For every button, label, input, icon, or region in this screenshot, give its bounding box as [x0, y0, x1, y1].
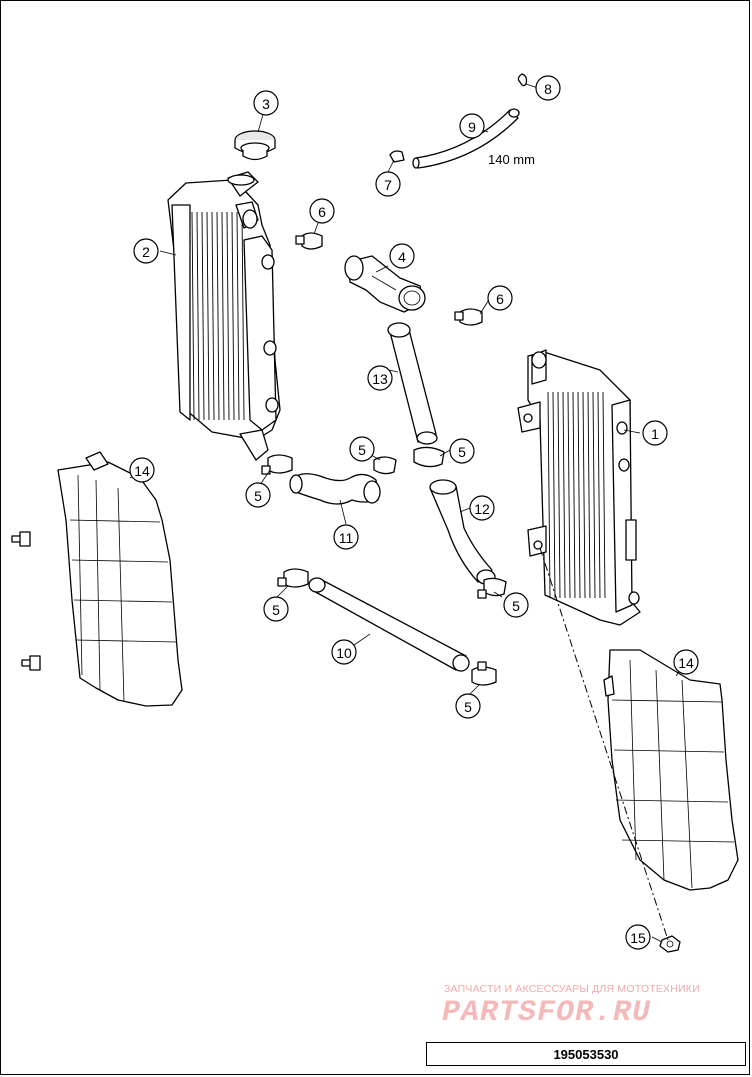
assembly-line	[539, 547, 669, 941]
callout-label: 8	[544, 81, 552, 97]
drawing-number-box: 195053530	[426, 1042, 746, 1066]
clamp-5-b	[373, 456, 397, 475]
bolt-left-top	[11, 531, 31, 547]
callout-c4: 4	[389, 243, 415, 269]
callout-label: 2	[142, 244, 150, 260]
callout-c5b: 5	[349, 436, 375, 462]
callout-c6a: 6	[309, 198, 335, 224]
clamp-5-a	[261, 454, 293, 475]
clamp-small-7	[389, 150, 405, 163]
callout-c8: 8	[535, 75, 561, 101]
callout-label: 6	[496, 291, 504, 307]
hose-12	[429, 479, 496, 585]
radiator-louver-right	[603, 649, 739, 891]
callout-c14b: 14	[673, 649, 699, 675]
callout-c15: 15	[625, 924, 651, 950]
callout-c7: 7	[375, 171, 401, 197]
clamp-5-f	[471, 661, 497, 686]
callout-label: 11	[339, 530, 354, 546]
callout-c5d: 5	[263, 596, 289, 622]
callout-label: 5	[464, 699, 472, 715]
callout-c3: 3	[253, 90, 279, 116]
thermostat-housing	[344, 255, 426, 313]
radiator-cap	[234, 130, 276, 161]
callout-c14a: 14	[129, 457, 155, 483]
callout-label: 6	[318, 204, 326, 220]
callout-c5c: 5	[449, 438, 475, 464]
callout-label: 5	[254, 488, 262, 504]
clamp-6-right	[454, 308, 483, 326]
callout-c13: 13	[367, 365, 393, 391]
callout-c10: 10	[331, 639, 357, 665]
callout-label: 4	[398, 249, 406, 265]
clamp-5-e	[477, 577, 507, 599]
hose-10	[308, 577, 470, 672]
callout-label: 10	[336, 645, 352, 661]
callout-label: 13	[372, 371, 388, 387]
callout-c2: 2	[133, 238, 159, 264]
callout-label: 1	[651, 426, 659, 442]
callout-c1: 1	[642, 420, 668, 446]
callout-label: 14	[134, 463, 150, 479]
callout-c5a: 5	[245, 482, 271, 508]
nut-15	[659, 935, 681, 953]
callout-label: 14	[678, 655, 694, 671]
bolt-left-bottom	[21, 655, 41, 671]
callout-c12: 12	[469, 495, 495, 521]
clamp-small-8	[517, 73, 528, 87]
callout-c6b: 6	[487, 285, 513, 311]
callout-label: 5	[458, 444, 466, 460]
radiator-right	[517, 349, 641, 626]
callout-label: 5	[358, 442, 366, 458]
callout-c11: 11	[333, 524, 359, 550]
callout-label: 7	[384, 177, 392, 193]
callout-label: 3	[262, 96, 270, 112]
watermark-subtitle: ЗАПЧАСТИ И АКСЕССУАРЫ ДЛЯ МОТОТЕХНИКИ	[444, 983, 700, 995]
callout-c5f: 5	[455, 693, 481, 719]
hose-13	[387, 322, 438, 445]
callout-label: 5	[272, 602, 280, 618]
clamp-5-c	[413, 446, 445, 468]
callout-c5e: 5	[503, 592, 529, 618]
callout-label: 15	[630, 930, 646, 946]
watermark-logo: PARTSFOR.RU	[442, 996, 652, 1030]
hose-length-label: 140 mm	[488, 152, 535, 167]
callout-label: 12	[474, 501, 490, 517]
radiator-louver-left	[57, 451, 183, 707]
callout-label: 9	[468, 119, 476, 135]
radiator-left	[167, 171, 281, 461]
hose-11	[289, 473, 381, 505]
callout-label: 5	[512, 598, 520, 614]
callout-c9: 9	[459, 113, 485, 139]
clamp-6-left	[295, 232, 323, 250]
hose-9	[412, 108, 520, 169]
drawing-number: 195053530	[553, 1046, 619, 1062]
clamp-5-d	[277, 568, 309, 588]
